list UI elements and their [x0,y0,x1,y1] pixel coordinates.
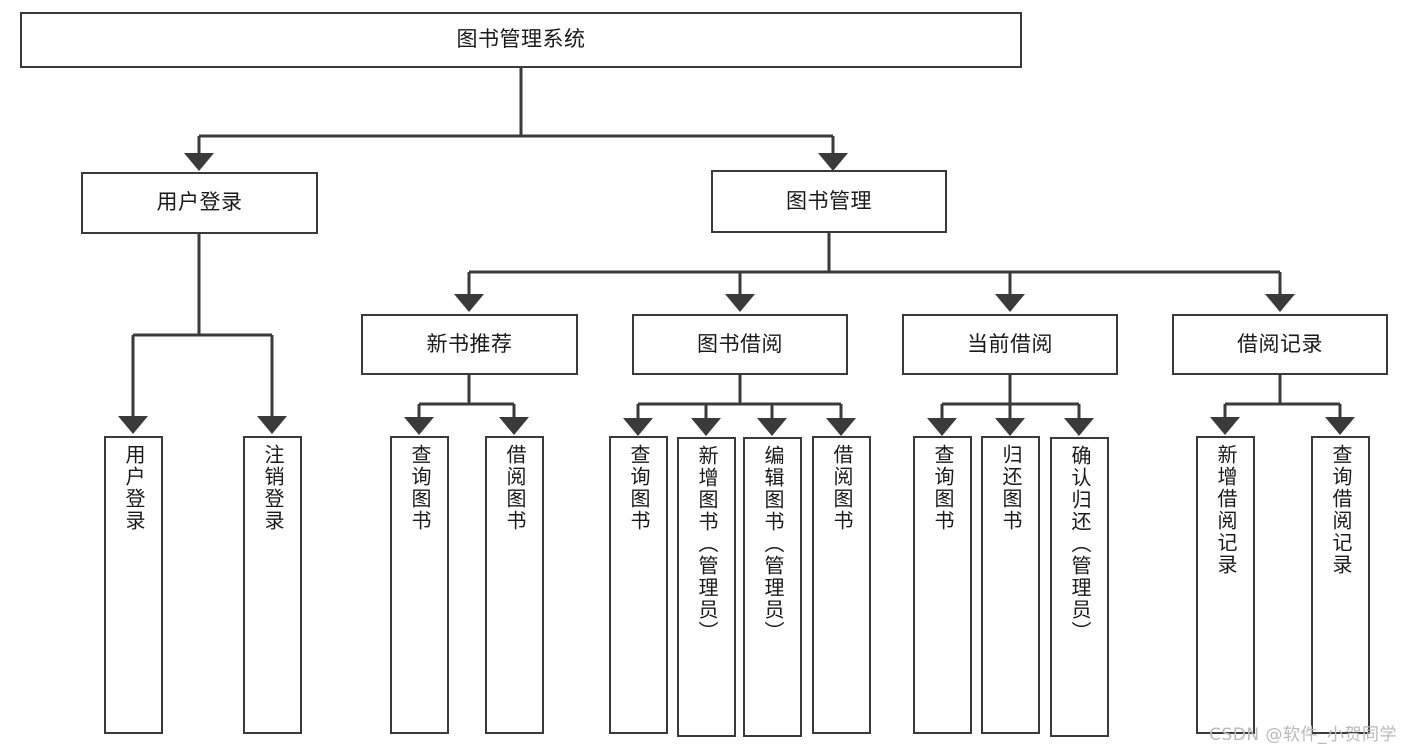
leaf-add-borrow-record[interactable]: 新增借阅记录 [1196,436,1255,734]
node-label: 查询借阅记录 [1329,444,1353,576]
leaf-add-book-admin[interactable]: 新增图书（管理员） [677,437,736,737]
node-borrow-record[interactable]: 借阅记录 [1172,314,1388,375]
leaf-confirm-return-admin[interactable]: 确认归还（管理员） [1050,437,1109,737]
node-label: 借阅图书 [830,444,854,532]
node-label: 确认归还（管理员） [1068,445,1092,643]
node-current-borrow[interactable]: 当前借阅 [902,314,1118,375]
node-label: 用户登录 [156,190,243,215]
leaf-user-logout[interactable]: 注销登录 [243,436,302,734]
node-label: 借阅图书 [503,444,527,532]
node-label: 编辑图书（管理员） [761,445,785,643]
node-label: 借阅记录 [1237,331,1323,356]
node-label: 图书管理系统 [456,27,586,52]
node-book-management[interactable]: 图书管理 [711,170,947,233]
node-book-borrow[interactable]: 图书借阅 [632,314,848,375]
node-root-system[interactable]: 图书管理系统 [20,12,1022,68]
node-new-book-recommend[interactable]: 新书推荐 [361,314,578,375]
node-label: 当前借阅 [967,331,1053,356]
node-label: 新增借阅记录 [1214,444,1238,576]
node-label: 图书借阅 [697,331,783,356]
node-label: 新书推荐 [426,331,513,356]
node-label: 查询图书 [627,444,651,532]
leaf-query-borrow-record[interactable]: 查询借阅记录 [1311,436,1370,734]
leaf-borrow-book[interactable]: 借阅图书 [812,436,871,734]
leaf-edit-book-admin[interactable]: 编辑图书（管理员） [743,437,802,737]
leaf-borrow-book-recommend[interactable]: 借阅图书 [485,436,544,734]
node-label: 归还图书 [999,444,1023,532]
node-label: 图书管理 [786,188,872,213]
leaf-query-book-borrow[interactable]: 查询图书 [609,436,668,734]
leaf-user-login[interactable]: 用户登录 [104,436,163,734]
watermark-text: CSDN @软件_小贺同学 [1209,725,1397,745]
node-label: 用户登录 [122,444,146,532]
node-label: 注销登录 [261,444,285,532]
node-label: 新增图书（管理员） [695,445,719,643]
node-user-login[interactable]: 用户登录 [81,172,318,234]
leaf-return-book[interactable]: 归还图书 [981,436,1040,734]
leaf-query-book-current[interactable]: 查询图书 [913,436,972,734]
node-label: 查询图书 [931,444,955,532]
leaf-query-book-recommend[interactable]: 查询图书 [390,436,449,734]
node-label: 查询图书 [408,444,432,532]
